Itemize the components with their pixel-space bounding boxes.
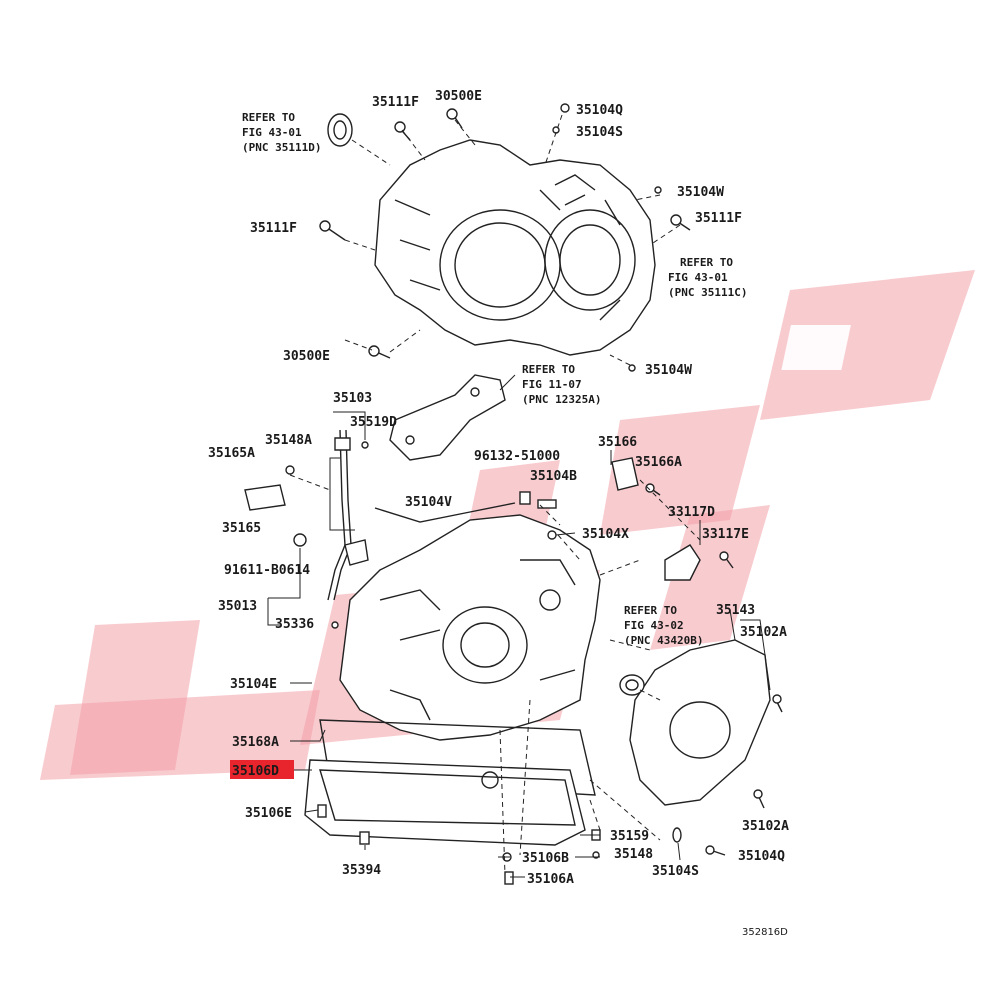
label-30500E-left[interactable]: 30500E [283, 349, 330, 364]
label-35106A[interactable]: 35106A [527, 872, 574, 887]
label-35102A-bottom[interactable]: 35102A [742, 819, 789, 834]
label-35104Q-bottom[interactable]: 35104Q [738, 849, 785, 864]
label-33117E[interactable]: 33117E [702, 527, 749, 542]
label-35165[interactable]: 35165 [222, 521, 261, 536]
label-35519D[interactable]: 35519D [350, 415, 397, 430]
label-96132[interactable]: 96132-51000 [474, 449, 560, 464]
label-35106B[interactable]: 35106B [522, 851, 569, 866]
label-35336[interactable]: 35336 [275, 617, 314, 632]
oil-seal-right [619, 674, 645, 696]
label-35166[interactable]: 35166 [598, 435, 637, 450]
label-35103[interactable]: 35103 [333, 391, 372, 406]
svg-text:FIG 43-01: FIG 43-01 [668, 271, 728, 284]
label-35143[interactable]: 35143 [716, 603, 755, 618]
label-35165A[interactable]: 35165A [208, 446, 255, 461]
assembly-lines [289, 114, 701, 876]
reference-fig-43-01-35111c: REFER TO FIG 43-01 (PNC 35111C) [668, 256, 747, 299]
label-30500E-top[interactable]: 30500E [435, 89, 482, 104]
svg-text:(PNC 43420B): (PNC 43420B) [624, 634, 703, 647]
transaxle-housing [374, 139, 656, 356]
bolts [319, 108, 783, 856]
leader-lines [267, 374, 771, 878]
label-35159[interactable]: 35159 [610, 829, 649, 844]
part-labels: 35111F 30500E 35104Q 35104S 35104W 35111… [208, 89, 789, 887]
label-35168A[interactable]: 35168A [232, 735, 279, 750]
label-35104B[interactable]: 35104B [530, 469, 577, 484]
label-35166A[interactable]: 35166A [635, 455, 682, 470]
label-33117D[interactable]: 33117D [668, 505, 715, 520]
mount-bracket [389, 374, 506, 461]
label-35106E[interactable]: 35106E [245, 806, 292, 821]
small-hardware [244, 103, 701, 885]
label-35104E[interactable]: 35104E [230, 677, 277, 692]
svg-text:REFER TO: REFER TO [242, 111, 295, 124]
dipstick-tube [327, 429, 369, 601]
reference-fig-43-02: REFER TO FIG 43-02 (PNC 43420B) [624, 604, 703, 647]
svg-text:(PNC 35111D): (PNC 35111D) [242, 141, 321, 154]
reference-fig-11-07: REFER TO FIG 11-07 (PNC 12325A) [522, 363, 601, 406]
oil-seal-top [327, 113, 353, 147]
label-35111F-top[interactable]: 35111F [372, 95, 419, 110]
label-35148A[interactable]: 35148A [265, 433, 312, 448]
label-35148[interactable]: 35148 [614, 847, 653, 862]
svg-text:FIG 43-01: FIG 43-01 [242, 126, 302, 139]
transaxle-case [339, 514, 601, 741]
svg-text:FIG 11-07: FIG 11-07 [522, 378, 582, 391]
svg-text:(PNC 12325A): (PNC 12325A) [522, 393, 601, 406]
reference-fig-43-01-35111d: REFER TO FIG 43-01 (PNC 35111D) [242, 111, 321, 154]
label-35104W-top[interactable]: 35104W [677, 185, 724, 200]
svg-text:REFER TO: REFER TO [680, 256, 733, 269]
label-35013[interactable]: 35013 [218, 599, 257, 614]
svg-text:REFER TO: REFER TO [624, 604, 677, 617]
label-35104Q-top[interactable]: 35104Q [576, 103, 623, 118]
label-35104S-top[interactable]: 35104S [576, 125, 623, 140]
label-91611[interactable]: 91611-B0614 [224, 563, 310, 578]
highlight-box [230, 760, 294, 779]
side-cover [629, 639, 771, 806]
breather-hose [374, 502, 516, 523]
label-35111F-right[interactable]: 35111F [695, 211, 742, 226]
label-35104X[interactable]: 35104X [582, 527, 629, 542]
label-35394[interactable]: 35394 [342, 863, 381, 878]
label-35102A-right[interactable]: 35102A [740, 625, 787, 640]
diagram-code: 352816D [742, 927, 788, 938]
label-35104W-mid[interactable]: 35104W [645, 363, 692, 378]
label-35104V[interactable]: 35104V [405, 495, 452, 510]
svg-text:(PNC 35111C): (PNC 35111C) [668, 286, 747, 299]
svg-text:REFER TO: REFER TO [522, 363, 575, 376]
svg-text:FIG 43-02: FIG 43-02 [624, 619, 684, 632]
label-35106D[interactable]: 35106D [232, 764, 279, 779]
oil-pan [304, 759, 586, 846]
label-35111F-left[interactable]: 35111F [250, 221, 297, 236]
label-35104S-bottom[interactable]: 35104S [652, 864, 699, 879]
